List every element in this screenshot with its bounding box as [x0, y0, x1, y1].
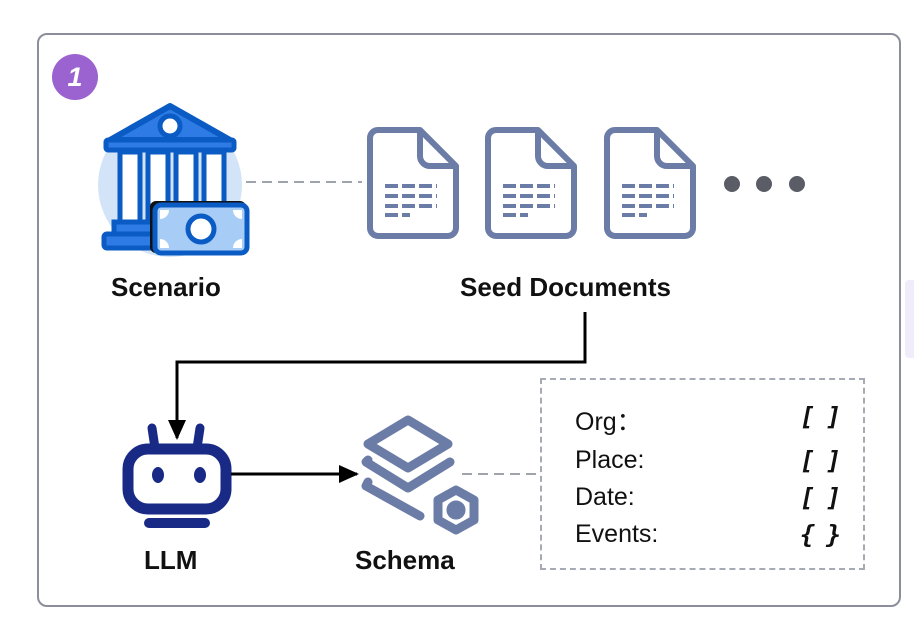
schema-field-events: Events: [575, 520, 659, 548]
seed-documents-label: Seed Documents [460, 272, 671, 302]
schema-field-date: Date: [575, 483, 635, 511]
bank-money-icon [98, 103, 250, 257]
docs-to-llm-arrow [168, 312, 587, 440]
step-panel-frame [37, 33, 901, 607]
layers-gear-icon [361, 415, 479, 535]
schema-label: Schema [355, 545, 455, 575]
side-scroll-tab[interactable] [905, 280, 914, 358]
schema-field-date-value: [ ] [800, 483, 841, 512]
schema-template-box [540, 378, 865, 570]
schema-field-place: Place: [575, 446, 645, 474]
schema-field-events-value: { } [800, 520, 841, 549]
document-icon-1 [367, 127, 459, 239]
robot-icon [122, 423, 232, 528]
document-icon-2 [488, 130, 574, 236]
llm-label: LLM [144, 545, 198, 575]
scenario-label: Scenario [111, 272, 221, 302]
schema-field-org: Org： [575, 408, 642, 436]
schema-field-org-value: [ ] [800, 402, 841, 431]
step-badge: 1 [52, 54, 98, 100]
schema-field-place-value: [ ] [800, 446, 841, 475]
more-dots-icon [724, 176, 805, 192]
document-icon-3 [607, 130, 693, 236]
